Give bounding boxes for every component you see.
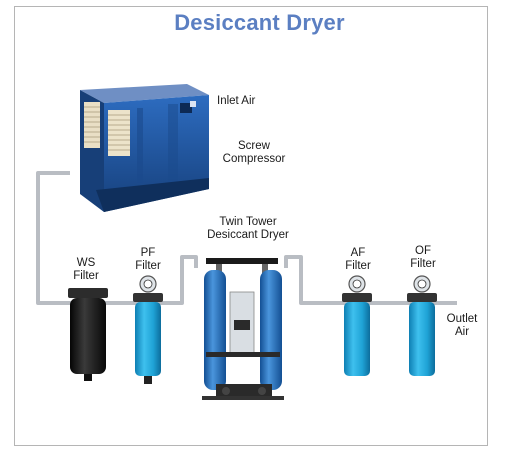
screw-compressor: [80, 84, 209, 212]
ws-filter-line2: Filter: [73, 270, 99, 282]
outlet-air-label: Outlet Air: [440, 313, 484, 339]
outlet-air-line2: Air: [454, 326, 470, 338]
pf-filter: [133, 275, 163, 384]
outlet-air-line1: Outlet: [446, 313, 478, 325]
af-filter: [342, 275, 372, 376]
af-filter-label: AF Filter: [338, 247, 378, 273]
ws-filter: [68, 288, 108, 381]
of-filter-label: OF Filter: [403, 245, 443, 271]
diagram-title: Desiccant Dryer: [174, 10, 345, 35]
af-filter-line2: Filter: [345, 260, 371, 272]
ws-filter-line1: WS: [76, 257, 96, 269]
pipe-compressor-to-filters: [36, 171, 198, 305]
inlet-air-text: Inlet Air: [217, 95, 256, 107]
pf-filter-label: PF Filter: [128, 247, 168, 273]
of-filter-line2: Filter: [410, 258, 436, 270]
screw-compressor-line1: Screw: [238, 140, 270, 152]
af-filter-line1: AF: [350, 247, 366, 259]
of-filter-line1: OF: [415, 245, 431, 257]
twin-tower-line2: Desiccant Dryer: [207, 229, 289, 241]
twin-tower-line1: Twin Tower: [219, 216, 277, 228]
screw-compressor-line2: Compressor: [222, 153, 286, 165]
pf-filter-line2: Filter: [135, 260, 161, 272]
screw-compressor-label: Screw Compressor: [214, 140, 294, 166]
twin-tower-label: Twin Tower Desiccant Dryer: [198, 216, 298, 242]
inlet-air-label: Inlet Air: [217, 95, 255, 108]
ws-filter-label: WS Filter: [66, 257, 106, 283]
pf-filter-line1: PF: [140, 247, 156, 259]
of-filter: [407, 275, 437, 376]
twin-tower-dryer: [202, 258, 284, 400]
